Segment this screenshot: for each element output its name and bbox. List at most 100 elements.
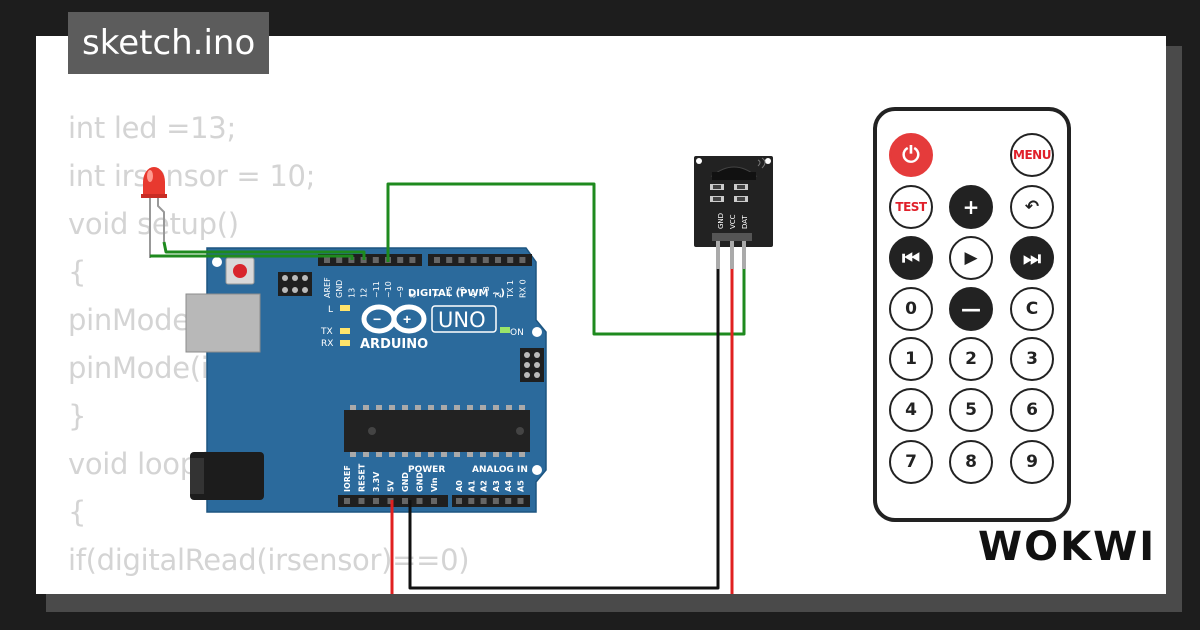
ir-receiver-module[interactable]: GND VCC DAT [694, 156, 773, 269]
wire-sensor-dat[interactable] [386, 182, 746, 336]
digit-4-button[interactable]: 4 [889, 388, 933, 432]
digit-5-button[interactable]: 5 [949, 388, 993, 432]
digit-3-button[interactable]: 3 [1010, 337, 1054, 381]
header-pin[interactable] [517, 498, 524, 504]
header-pin[interactable] [507, 257, 514, 263]
back-button[interactable]: ↶ [1010, 185, 1054, 229]
header-pin[interactable] [373, 498, 379, 504]
header-pin[interactable] [358, 498, 365, 504]
digit-9-button[interactable]: 9 [1010, 440, 1054, 484]
wire-led-gnd[interactable] [150, 254, 354, 260]
chip-pin [350, 405, 356, 410]
header-pin[interactable] [372, 257, 379, 263]
bottom-pin-label: A4 [504, 480, 513, 492]
chip-pin [415, 405, 421, 410]
bottom-pin-label: A3 [492, 480, 501, 492]
on-led-label: ON [510, 328, 524, 338]
code-line: void setup() [68, 207, 239, 241]
prev-button[interactable]: ⏮ [889, 236, 933, 280]
arduino-logo-text: ARDUINO [360, 337, 428, 352]
header-pin[interactable] [470, 257, 477, 263]
top-pin-label: 13 [347, 288, 356, 298]
digit-2-button[interactable]: 2 [949, 337, 993, 381]
top-pin-label: ~3 [482, 286, 491, 298]
tx-led-label: TX [320, 327, 333, 337]
digit-8-button[interactable]: 8 [949, 440, 993, 484]
clear-button[interactable]: C [1010, 287, 1054, 331]
code-line: int led =13; [68, 111, 236, 145]
analog-label: ANALOG IN [472, 465, 528, 475]
wire-sensor-gnd[interactable] [408, 268, 720, 590]
header-pin[interactable] [480, 498, 487, 504]
chip-pin [350, 452, 356, 457]
digit-7-button[interactable]: 7 [889, 440, 933, 484]
header-pin[interactable] [434, 257, 440, 263]
header-pin[interactable] [492, 498, 499, 504]
header-pin[interactable] [446, 257, 453, 263]
chip-pin [493, 405, 499, 410]
header-pin[interactable] [456, 498, 462, 504]
chip-pin [519, 452, 525, 457]
header-pin[interactable] [409, 257, 416, 263]
test-button[interactable]: TEST [889, 185, 933, 229]
header-pin[interactable] [416, 498, 423, 504]
chip-pin [506, 452, 512, 457]
header-pin[interactable] [482, 257, 489, 263]
svg-text:+: + [403, 311, 411, 327]
digit-0-button[interactable]: 0 [889, 287, 933, 331]
code-line: } [68, 399, 87, 433]
code-line: if(digitalRead(irsensor)==0) [68, 543, 470, 577]
digit-6-button[interactable]: 6 [1010, 388, 1054, 432]
header-pin[interactable] [495, 257, 501, 263]
chip-pin [506, 405, 512, 410]
power-jack [190, 452, 264, 500]
header-pin[interactable] [324, 257, 330, 263]
usb-port [185, 293, 261, 353]
header-pin[interactable] [344, 498, 350, 504]
top-pin-label: 2 [494, 293, 503, 298]
l-led-label: L [328, 305, 333, 315]
power-label: POWER [408, 465, 445, 475]
bottom-pin-label: 3.3V [372, 471, 381, 492]
wokwi-logo: WOKWI [978, 524, 1157, 570]
bottom-pin-label: RESET [358, 463, 367, 492]
header-pin[interactable] [336, 257, 343, 263]
chip-pin [519, 405, 525, 410]
next-button[interactable]: ⏭ [1010, 236, 1054, 280]
power-button[interactable]: ⏻ [889, 133, 933, 177]
top-pin-label: ~6 [445, 286, 454, 298]
header-pin[interactable] [458, 257, 465, 263]
chip-pin [428, 405, 434, 410]
sketch-file-tab[interactable]: sketch.ino [68, 12, 270, 74]
chip-pin [376, 452, 382, 457]
chip-pin [441, 405, 447, 410]
plus-button[interactable]: + [949, 185, 993, 229]
chip-pin [402, 452, 408, 457]
top-pin-label: 7 [433, 293, 442, 298]
header-pin[interactable] [505, 498, 512, 504]
top-pin-label: 8 [408, 293, 417, 298]
top-pin-label: AREF [323, 277, 332, 298]
play-button[interactable]: ▶ [949, 236, 993, 280]
red-led[interactable] [141, 167, 167, 258]
bottom-pin-label: A0 [455, 480, 464, 492]
header-pin[interactable] [468, 498, 475, 504]
menu-button[interactable]: MENU [1010, 133, 1054, 177]
top-pin-label: 12 [360, 288, 369, 298]
top-pin-label: TX 1 [506, 280, 515, 299]
header-pin[interactable] [402, 498, 408, 504]
top-pin-label: ~5 [457, 286, 466, 298]
chip-pin [428, 452, 434, 457]
wire-led-pin13[interactable] [162, 241, 366, 260]
bottom-pin-label: GND [416, 472, 425, 492]
sensor-pin-dat: DAT [741, 214, 749, 229]
header-pin[interactable] [519, 257, 526, 263]
header-pin[interactable] [397, 257, 404, 263]
bottom-pin-label: A5 [517, 480, 526, 492]
digit-1-button[interactable]: 1 [889, 337, 933, 381]
chip-pin [493, 452, 499, 457]
minus-button[interactable]: — [949, 287, 993, 331]
header-pin[interactable] [431, 498, 437, 504]
